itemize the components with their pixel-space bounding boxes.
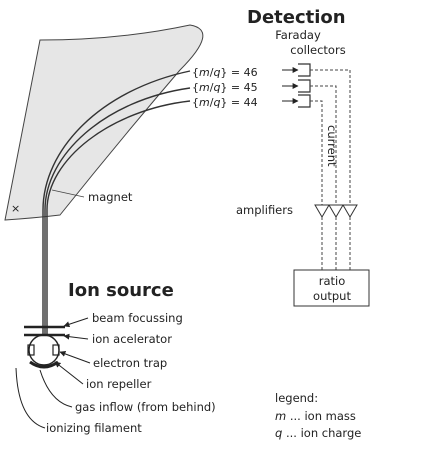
ion-trajectory-45	[44, 87, 191, 335]
svg-text:{m/q} = 46: {m/q} = 46	[192, 66, 258, 79]
electron-trap	[27, 344, 35, 356]
faraday-collectors	[298, 63, 311, 108]
ion-repeller	[52, 344, 60, 356]
faraday-cup-44	[298, 94, 311, 108]
mass-label-45: {m/q} = 45	[192, 81, 258, 94]
ratio-output-box	[293, 269, 370, 307]
output-lines	[321, 217, 351, 270]
ion-trajectory-44	[46, 100, 191, 335]
legend-q-row: q ... ion charge	[275, 426, 361, 440]
legend: legend: m ... ion mass q ... ion charge	[275, 391, 361, 440]
svg-text:{m/q} = 45: {m/q} = 45	[192, 81, 258, 94]
current-line-45	[310, 85, 337, 205]
faraday-collectors-label-1: Faraday	[275, 28, 321, 42]
amplifier-45	[328, 204, 344, 218]
ion-trajectory-46	[42, 70, 191, 335]
label-electron-trap: electron trap	[93, 356, 167, 370]
ion-beam	[42, 70, 191, 335]
faraday-cup-45	[298, 79, 311, 93]
current-label: current	[325, 125, 339, 167]
mass-label-46: {m/q} = 46	[192, 66, 258, 79]
label-beam-focussing: beam focussing	[92, 311, 183, 325]
mass-label-44: {m/q} = 44	[192, 96, 258, 109]
ion-source-leaders	[15, 317, 91, 429]
ratio-output-line-2: output	[313, 289, 351, 303]
label-ionizing-filament: ionizing filament	[46, 421, 142, 435]
faraday-collectors-label-2: collectors	[290, 43, 345, 57]
amplifier-44	[314, 204, 330, 218]
magnet-label-leader	[51, 189, 85, 198]
label-ion-repeller: ion repeller	[86, 377, 152, 391]
label-ion-accelerator: ion acelerator	[92, 332, 172, 346]
ratio-output-line-1: ratio	[319, 274, 346, 288]
amplifier-46	[342, 204, 358, 218]
faraday-cup-46	[298, 63, 311, 77]
magnet-label: magnet	[88, 190, 133, 204]
current-line-44	[310, 100, 323, 205]
current-lines	[310, 69, 351, 205]
detection-heading: Detection	[247, 7, 346, 28]
svg-text:{m/q} = 44: {m/q} = 44	[192, 96, 258, 109]
current-line-46	[310, 69, 351, 205]
label-gas-inflow: gas inflow (from behind)	[75, 400, 216, 414]
amplifiers	[314, 204, 358, 218]
legend-title: legend:	[275, 391, 318, 405]
ion-source-heading: Ion source	[68, 280, 174, 301]
magnet-pole-mark: ×	[11, 202, 20, 215]
amplifiers-label: amplifiers	[236, 203, 293, 217]
legend-m-row: m ... ion mass	[275, 409, 356, 423]
